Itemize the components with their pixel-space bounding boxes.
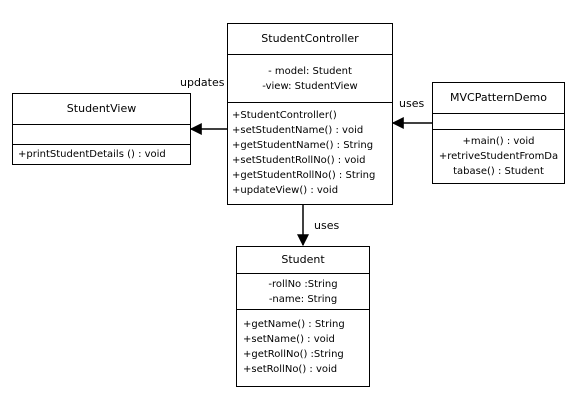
attribute: -view: StudentView	[262, 81, 358, 92]
student-class: Student -rollNo :String -name: String +g…	[236, 246, 370, 387]
method: +StudentController()	[232, 110, 337, 121]
method: +printStudentDetails () : void	[18, 149, 166, 160]
method: tabase() : Student	[453, 166, 544, 177]
mvc-pattern-demo-class: MVCPatternDemo +main() : void +retriveSt…	[432, 82, 565, 184]
method: +getStudentName() : String	[232, 140, 374, 151]
method: +main() : void	[462, 136, 535, 147]
method: +getStudentRollNo() : String	[232, 170, 376, 181]
uses-label-student: uses	[314, 219, 340, 232]
class-name: StudentController	[261, 32, 359, 45]
method: +getRollNo() :String	[243, 349, 344, 360]
class-name: Student	[281, 253, 325, 266]
attributes-section	[433, 113, 564, 129]
methods-section: +StudentController() +setStudentName() :…	[228, 102, 392, 198]
methods-section: +main() : void +retriveStudentFromDa tab…	[433, 129, 564, 179]
method: +setStudentRollNo() : void	[232, 155, 366, 166]
method: +setName() : void	[243, 334, 335, 345]
student-controller-class: StudentController - model: Student -view…	[227, 23, 393, 205]
methods-section: +printStudentDetails () : void	[13, 144, 190, 162]
method: +setStudentName() : void	[232, 125, 364, 136]
methods-section: +getName() : String +setName() : void +g…	[237, 309, 369, 377]
student-view-class: StudentView +printStudentDetails () : vo…	[12, 93, 191, 165]
method: +getName() : String	[243, 319, 345, 330]
attribute: -name: String	[268, 294, 338, 305]
attributes-section: -rollNo :String -name: String	[237, 273, 369, 309]
attribute: - model: Student	[268, 66, 352, 77]
updates-label: updates	[180, 76, 225, 89]
attributes-section	[13, 124, 190, 144]
method: +retriveStudentFromDa	[438, 151, 559, 162]
method: +updateView() : void	[232, 185, 339, 196]
attribute: -rollNo :String	[268, 279, 338, 290]
method: +setRollNo() : void	[243, 364, 338, 375]
uses-label-demo: uses	[399, 97, 425, 110]
class-name: MVCPatternDemo	[450, 91, 547, 104]
class-name: StudentView	[66, 102, 137, 115]
attributes-section: - model: Student -view: StudentView	[228, 54, 392, 102]
